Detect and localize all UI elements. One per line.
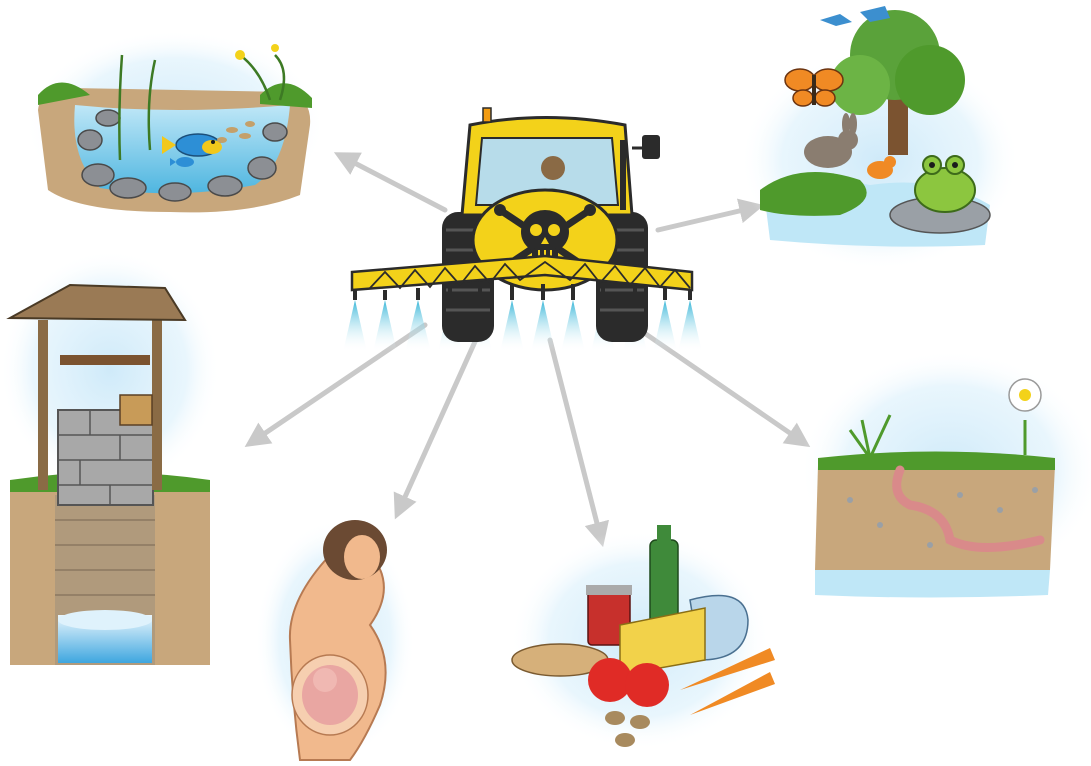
arrow-to-food [550,340,600,535]
arrow-to-pond [345,158,445,210]
tractor-sprayer [343,108,702,352]
daisy-icon [1009,379,1041,411]
fetus-icon [302,665,358,725]
water-well [0,250,220,665]
pregnant-woman [255,520,415,760]
arrow-to-woman [400,335,478,508]
arrow-to-well [255,325,425,440]
food-items [510,525,775,750]
arrow-to-wildlife [658,208,752,230]
butterfly-icon [785,69,843,106]
wildlife-tree-with-animals [740,6,1020,270]
soil-with-earthworm [800,350,1091,598]
pond-with-fish [25,30,325,220]
